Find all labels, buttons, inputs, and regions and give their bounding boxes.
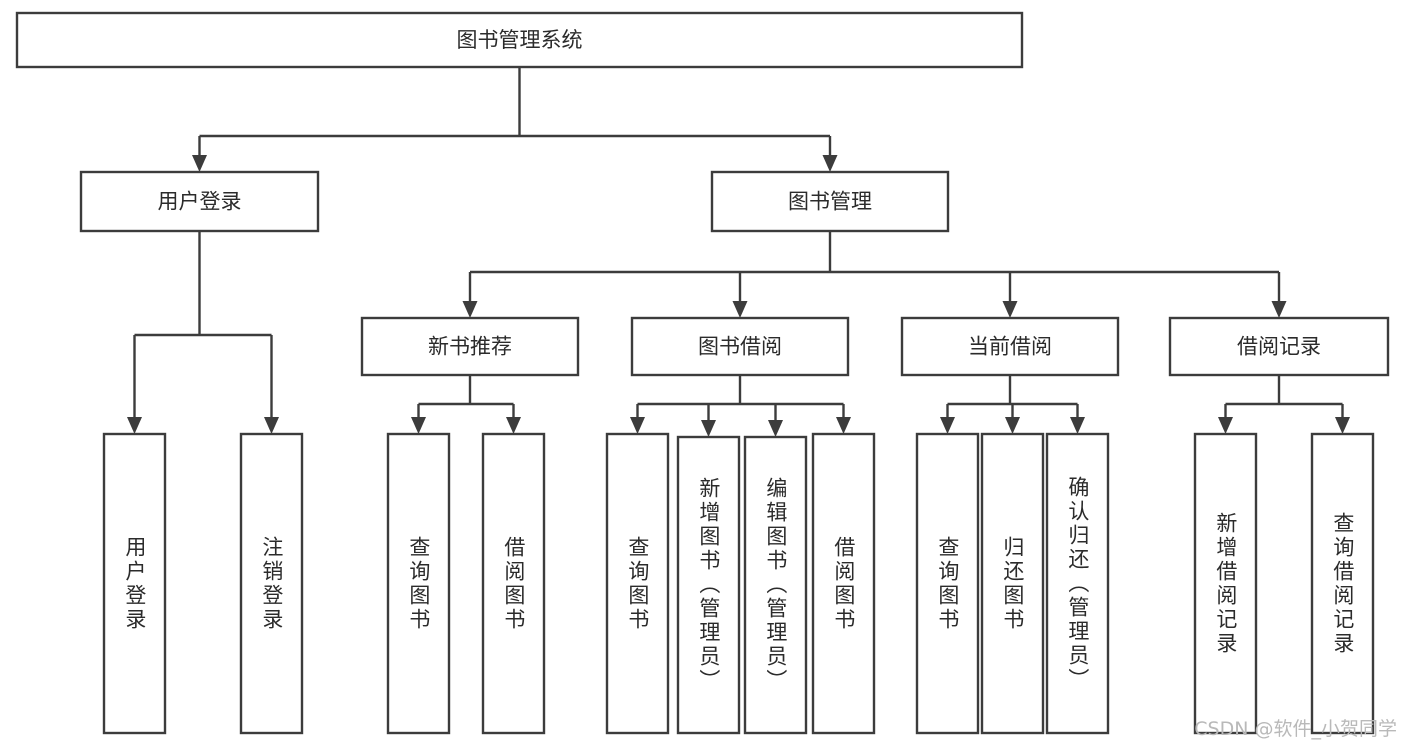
arrow-head-icon-leaf-query-book-2 [630, 417, 645, 434]
node-box-leaf-edit-book[interactable] [743, 435, 808, 735]
arrow-head-icon-user-login [192, 155, 207, 172]
arrow-head-icon-leaf-query-record [1335, 417, 1350, 434]
node-label-user-login: 用户登录 [158, 190, 242, 214]
node-label-root: 图书管理系统 [457, 28, 583, 52]
node-box-leaf-borrow-book-1[interactable] [481, 432, 546, 735]
node-box-leaf-logout[interactable] [239, 432, 304, 735]
arrow-head-icon-leaf-edit-book [768, 420, 783, 437]
arrow-head-icon-leaf-confirm-return [1070, 417, 1085, 434]
node-box-leaf-return-book[interactable] [980, 432, 1045, 735]
arrow-head-icon-book-manage [822, 155, 838, 172]
node-box-borrow-record[interactable] [1168, 316, 1390, 377]
arrow-head-icon-current-borrow [1002, 301, 1018, 318]
arrow-head-icon-leaf-return-book [1005, 417, 1020, 434]
arrow-head-icon-leaf-borrow-book-1 [506, 417, 521, 434]
node-box-leaf-query-book-1[interactable] [386, 432, 451, 735]
node-box-leaf-query-book-2[interactable] [605, 432, 670, 735]
node-box-book-borrow[interactable] [630, 316, 850, 377]
arrow-head-icon-leaf-user-login [127, 417, 142, 434]
node-box-new-book-rec[interactable] [360, 316, 580, 377]
arrow-head-icon-leaf-logout [264, 417, 279, 434]
arrow-head-icon-leaf-add-book [701, 420, 716, 437]
node-box-leaf-confirm-return[interactable] [1045, 432, 1110, 735]
node-label-book-manage: 图书管理 [788, 190, 872, 214]
connectors-layer [127, 67, 1350, 437]
node-label-current-borrow: 当前借阅 [968, 335, 1052, 359]
arrow-head-icon-leaf-add-record [1218, 417, 1233, 434]
arrow-head-icon-leaf-borrow-book-2 [836, 417, 851, 434]
node-box-current-borrow[interactable] [900, 316, 1120, 377]
node-box-leaf-add-record[interactable] [1193, 432, 1258, 735]
node-box-leaf-borrow-book-2[interactable] [811, 432, 876, 735]
arrow-head-icon-leaf-query-book-1 [411, 417, 426, 434]
arrow-head-icon-book-borrow [732, 301, 748, 318]
arrow-head-icon-leaf-query-book-3 [940, 417, 955, 434]
node-box-leaf-query-book-3[interactable] [915, 432, 980, 735]
arrow-head-icon-new-book-rec [462, 301, 478, 318]
node-boxes-layer [15, 11, 1390, 735]
node-box-leaf-query-record[interactable] [1310, 432, 1375, 735]
node-box-root[interactable] [15, 11, 1024, 69]
node-box-leaf-add-book[interactable] [676, 435, 741, 735]
arrow-head-icon-borrow-record [1271, 301, 1287, 318]
watermark-text: CSDN @软件_小贺同学 [1194, 718, 1397, 740]
node-box-book-manage[interactable] [710, 170, 950, 233]
node-label-borrow-record: 借阅记录 [1237, 335, 1321, 359]
node-label-book-borrow: 图书借阅 [698, 335, 782, 359]
node-box-leaf-user-login[interactable] [102, 432, 167, 735]
node-label-new-book-rec: 新书推荐 [428, 335, 512, 359]
node-box-user-login[interactable] [79, 170, 320, 233]
